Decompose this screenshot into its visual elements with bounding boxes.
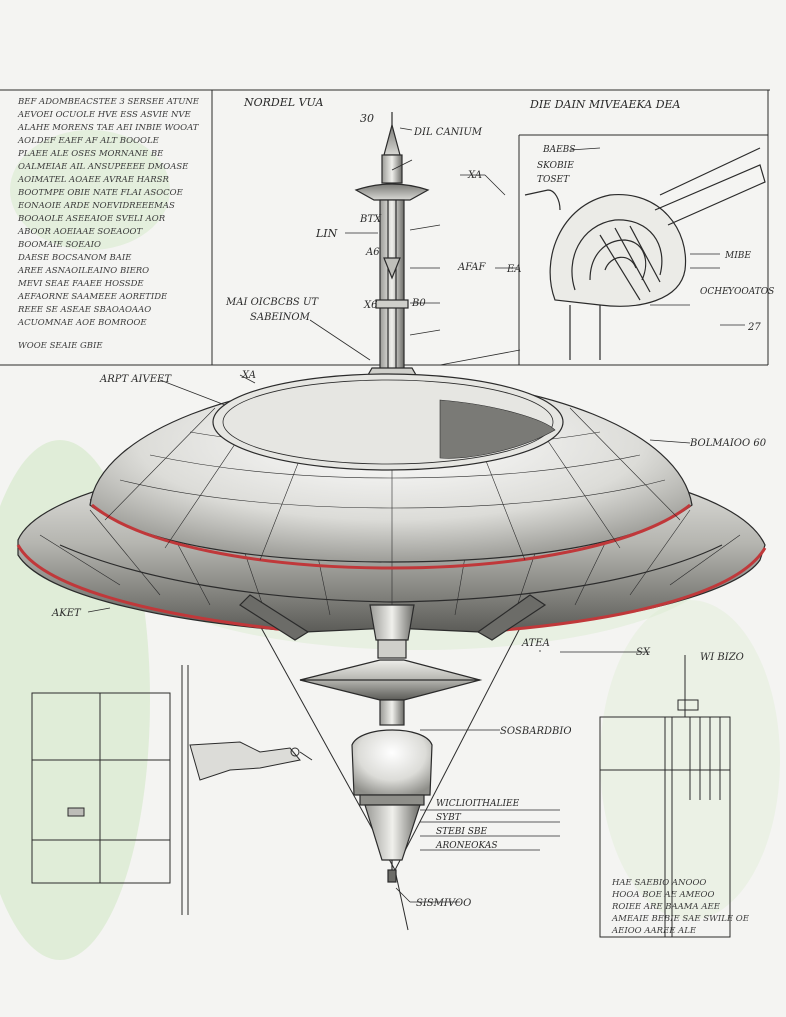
label-inset-27: 27 [747,322,761,333]
label-top-30: 30 [360,112,374,125]
label-inset-c: TOSET [537,175,570,185]
label-right-rim: BOLMAIOO 60 [689,438,767,449]
left-block-drawing [31,665,313,915]
label-x6: X6 [363,300,378,311]
label-arpt: ARPT AIVEET [99,374,172,385]
note-line: AOIMATEL AOAEE AVRAE HARSR [17,175,169,185]
note-line: AOLDEF EAEF AF ALT BOOOLE [17,136,160,146]
note-line: OALMEIAE AIL ANSUPEEEE DMOASE [18,162,189,172]
label-xa-dome: XA [241,370,256,381]
note-line: BOOMAIE SOEAIO [17,240,101,250]
note-line: PLAEE ALE OSES MORNANE BE [17,149,164,159]
label-top-left-header: NORDEL VUA [243,96,323,109]
leader-lines [87,127,745,903]
note-line: EONAOIE ARDE NOEVIDREEEMAS [17,201,175,211]
label-alt-canium: DIL CANIUM [413,127,483,138]
label-btx: BTX [359,214,382,225]
label-inset-a: BAEBS [542,145,575,155]
label-bottom-xa: ATEA [521,638,550,649]
frame-lines [0,89,770,366]
label-inset-b: SKOBIE [537,161,574,171]
green-wash-top [10,130,170,250]
note-line: BOOAOLE ASEEAIOE SVELI AOR [17,214,166,224]
label-ea: EA [506,264,522,275]
note-line: ACUOMNAE AOE BOMROOE [17,318,147,328]
label-inset-e: OCHE [700,287,729,297]
label-mid-right-d: STEBI SBE [436,827,488,837]
inset-sketch [524,147,766,360]
label-mast-callout: MAI OICBCBS UT [225,297,319,308]
note-line: REEE SE ASEAE SBAOAOAAO [17,305,151,315]
note-line: AEVOEI OCUOLE HVE ESS ASVIE NVE [17,110,192,120]
label-mid-right-a: SOSBARDBIO [500,726,572,737]
note-line: HAE SAEBIO ANOOO [611,878,706,888]
note-line: AMEAIE BEBIE SAE SWILE OE [611,914,750,924]
label-mast-callout-2: SABEINOM [250,312,311,323]
label-right-block: WI BIZO [700,652,744,663]
note-line: ROIEE ARE BAAMA AEE [611,902,721,912]
lower-spindle [299,604,483,883]
note-line: MEVI SEAE FAAEE HOSSDE [17,279,144,289]
note-line: AEIOO AAREE ALE [611,926,697,936]
label-inset-f: YOOATOS [728,287,774,297]
label-a6: A6 [365,247,380,258]
note-line: ABOOR AOEIAAE SOEAOOT [17,227,144,237]
label-mid-right-e: ARONEOKAS [435,841,498,851]
dome [89,373,693,570]
note-line: AEFAORNE SAAMEEE AORETIDE [17,292,168,302]
note-line: BOOTMPE OBIE NATE FLAI ASOCOE [17,188,184,198]
label-lin: LIN [315,227,338,240]
note-line: HOOA BOE AE AMEOO [611,890,715,900]
note-line: AREE ASNAOILEAINO BIERO [17,266,149,276]
label-bottom: SISMIVOO [416,898,471,909]
label-afaf: AFAF [457,262,487,273]
note-line: ALAHE MORENS TAE AEI INBIE WOOAT [17,123,200,133]
left-notes: BEF ADOMBEACSTEE 3 SERSEE ATUNE AEVOEI O… [17,97,200,351]
note-line: WOOE SEAIE GBIE [18,341,103,351]
label-xa-upper: XA [467,170,482,181]
label-sx: SX [636,647,651,658]
annotation-labels: NORDEL VUA DIE DAIN MIVEAEKA DEA 30 DIL … [51,96,774,909]
label-mid-right-b: WICLIOITHALIEE [436,799,520,809]
label-b0: B0 [411,298,426,309]
right-block-drawing [599,655,731,938]
label-inset-d: MIBE [724,251,751,261]
note-line: DAESE BOCSANOM BAIE [17,253,132,263]
label-left-rim: AKET [51,608,82,619]
bottom-right-notes: HAE SAEBIO ANOOO HOOA BOE AE AMEOO ROIEE… [611,878,750,936]
label-mid-right-c: SYBT [436,813,462,823]
note-line: BEF ADOMBEACSTEE 3 SERSEE ATUNE [17,97,200,107]
label-top-right-header: DIE DAIN MIVEAEKA DEA [529,98,681,111]
